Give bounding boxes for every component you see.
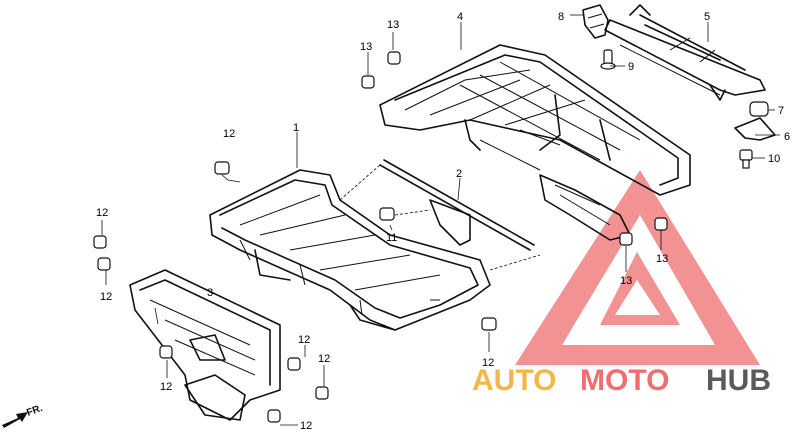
callout-6: 6 bbox=[784, 131, 790, 143]
callout-12-a: 12 bbox=[223, 128, 235, 140]
part-front-carrier bbox=[209, 169, 491, 331]
part-bolt-9 bbox=[600, 49, 616, 70]
front-arrow-icon bbox=[2, 412, 28, 428]
callout-12-g: 12 bbox=[300, 420, 312, 432]
callout-3: 3 bbox=[207, 287, 213, 299]
callout-10: 10 bbox=[768, 153, 780, 165]
callout-8: 8 bbox=[558, 11, 564, 23]
callout-12-c: 12 bbox=[100, 291, 112, 303]
watermark-auto: AUTO bbox=[472, 364, 556, 397]
part-rod bbox=[379, 159, 535, 251]
callout-9: 9 bbox=[628, 61, 634, 73]
watermark-triangle-outer bbox=[515, 170, 760, 365]
watermark-triangle-inner bbox=[600, 252, 680, 325]
callout-5: 5 bbox=[704, 11, 710, 23]
callout-13-b: 13 bbox=[360, 41, 372, 53]
callout-4: 4 bbox=[457, 11, 463, 23]
watermark-text: AUTO MOTO HUB bbox=[472, 364, 771, 397]
callout-2: 2 bbox=[456, 168, 462, 180]
direction-indicator: FR. bbox=[2, 403, 44, 428]
callout-12-h: 12 bbox=[482, 357, 494, 369]
part-bolt-10 bbox=[739, 149, 753, 169]
part-front-guard bbox=[129, 269, 281, 421]
part-brace bbox=[604, 4, 766, 101]
callout-11: 11 bbox=[386, 232, 397, 244]
leader-lines bbox=[101, 14, 780, 426]
part-clamp bbox=[582, 4, 609, 39]
callout-1: 1 bbox=[293, 122, 299, 134]
part-bolt-11 bbox=[379, 207, 395, 221]
callout-12-b: 12 bbox=[96, 207, 108, 219]
watermark-moto: MOTO bbox=[580, 364, 669, 397]
callout-12-d: 12 bbox=[160, 381, 172, 393]
assembly-lines bbox=[339, 164, 541, 271]
callout-13-c: 13 bbox=[620, 275, 632, 287]
callout-12-e: 12 bbox=[298, 334, 310, 346]
callout-13-d: 13 bbox=[656, 253, 668, 265]
callout-7: 7 bbox=[778, 105, 784, 117]
part-bracket-6 bbox=[734, 117, 776, 141]
direction-label: FR. bbox=[25, 403, 44, 419]
callout-12-f: 12 bbox=[318, 353, 330, 365]
watermark-hub: HUB bbox=[706, 364, 771, 397]
callouts: 1 2 3 4 5 6 7 8 9 10 11 12 12 12 12 12 1… bbox=[96, 11, 790, 432]
bolt-group bbox=[93, 51, 668, 423]
part-rubber-7 bbox=[749, 101, 769, 117]
watermark-logo bbox=[515, 170, 760, 365]
callout-13-a: 13 bbox=[387, 19, 399, 31]
